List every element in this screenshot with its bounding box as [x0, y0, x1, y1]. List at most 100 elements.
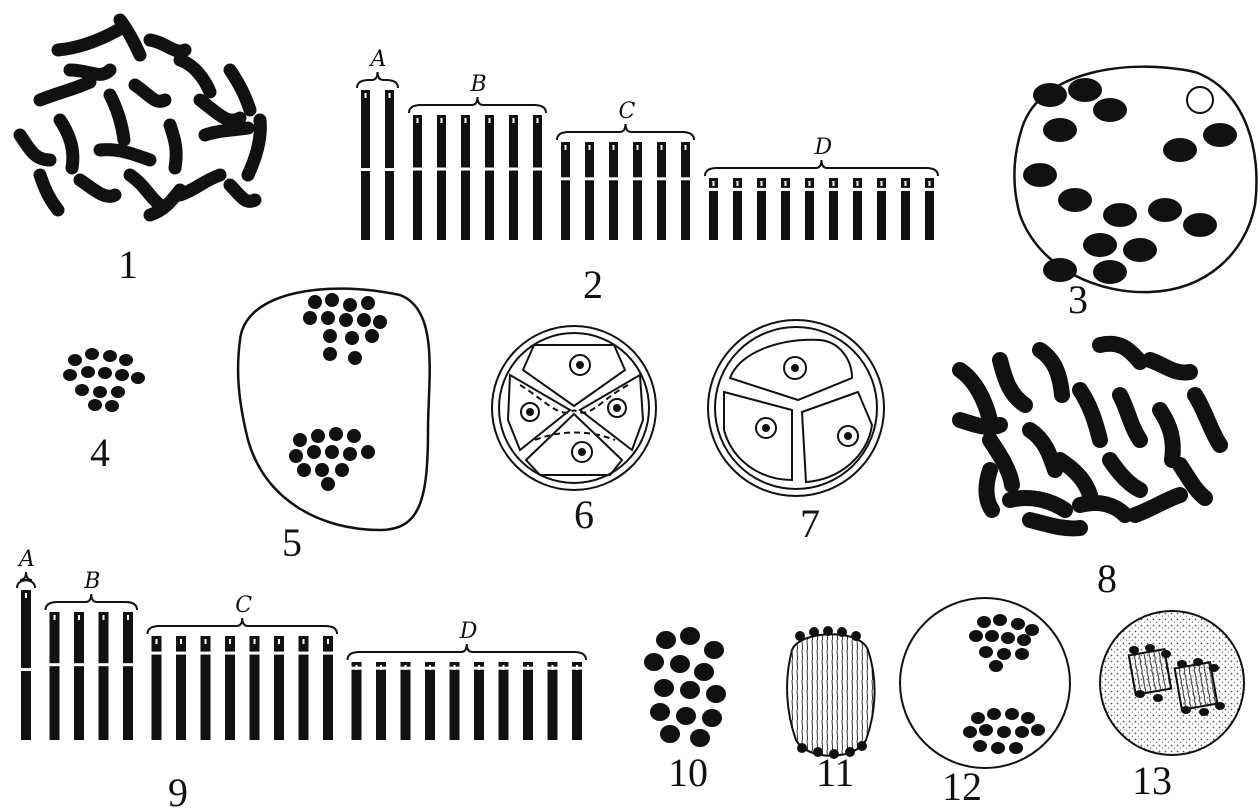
fig1-chromosome: [40, 82, 90, 100]
fig9-centromere: [249, 652, 261, 655]
fig12-chromosome: [1009, 742, 1023, 754]
fig10-chromosome: [676, 707, 696, 725]
fig2-band: [857, 181, 859, 186]
fig1-chromosome: [70, 70, 110, 74]
fig2-band: [809, 181, 811, 186]
fig9-chromosome: [50, 612, 60, 740]
fig9-centromere: [49, 663, 61, 666]
fig9-chromosome: [74, 612, 84, 740]
fig3-chromosome: [1103, 203, 1137, 227]
fig10-chromosome: [680, 681, 700, 699]
fig1-chromosome: [60, 120, 73, 168]
fig8-chromosome: [1040, 350, 1062, 395]
fig13-chromosome: [1153, 694, 1163, 702]
fig9-centromere: [98, 663, 110, 666]
fig9-band: [478, 665, 480, 670]
fig9-chromosome: [21, 590, 31, 740]
fig12-chromosome: [1025, 624, 1039, 636]
fig2-chromosome: [925, 178, 934, 240]
fig10-chromosome: [702, 709, 722, 727]
fig-number-7: 7: [800, 501, 820, 546]
fig2-centromere: [924, 188, 935, 191]
fig4-chromosome: [88, 399, 102, 411]
fig2-centromere: [708, 188, 719, 191]
fig13-chromosome: [1215, 702, 1225, 710]
fig2-centromere: [436, 168, 447, 171]
fig9-centromere: [73, 663, 85, 666]
fig9-chromosome: [450, 662, 460, 740]
fig3-chromosome: [1183, 213, 1217, 237]
fig2-band: [465, 118, 467, 123]
fig12-chromosome: [991, 742, 1005, 754]
fig2-band: [761, 181, 763, 186]
fig13-chromosome: [1161, 650, 1171, 658]
fig4-chromosome: [111, 386, 125, 398]
fig-number-11: 11: [816, 750, 855, 795]
fig9-band: [303, 639, 305, 644]
fig5-chromosome: [321, 311, 335, 325]
fig13-chromosome: [1129, 646, 1139, 654]
fig2-centromere: [384, 168, 395, 171]
fig2-chromosome: [781, 178, 790, 240]
fig9-group-brace: [348, 644, 587, 660]
fig5-chromosome: [315, 463, 329, 477]
fig3-chromosome: [1043, 118, 1077, 142]
fig10-chromosome: [644, 653, 664, 671]
fig12-anaphase-cell: [900, 598, 1070, 768]
fig5-chromosome: [321, 477, 335, 491]
fig5-chromosome: [323, 329, 337, 343]
fig9-group-brace: [148, 618, 338, 634]
fig9-band: [552, 665, 554, 670]
fig2-centromere: [608, 177, 619, 180]
fig12-chromosome: [979, 724, 993, 736]
fig2-chromosome: [877, 178, 886, 240]
fig2-band: [565, 145, 567, 150]
fig8-chromosome: [960, 370, 990, 420]
fig4-chromosome: [119, 354, 133, 366]
fig2-band: [881, 181, 883, 186]
fig9-band: [25, 593, 27, 598]
fig-number-2: 2: [583, 262, 603, 307]
fig1-chromosome: [135, 85, 165, 101]
fig12-chromosome: [1015, 648, 1029, 660]
fig5-chromosome: [293, 433, 307, 447]
fig2-band: [537, 118, 539, 123]
fig9-group-label: B: [83, 569, 100, 594]
fig10-chromosome: [654, 679, 674, 697]
fig-number-5: 5: [282, 520, 302, 565]
fig2-band: [785, 181, 787, 186]
fig2-chromosome: [733, 178, 742, 240]
fig8-chromosome: [1110, 460, 1140, 490]
fig1-chromosome: [130, 175, 160, 205]
fig12-chromosome: [1011, 618, 1025, 630]
fig3-chromosome: [1023, 163, 1057, 187]
fig2-band: [905, 181, 907, 186]
fig8-chromosome: [1195, 395, 1220, 445]
fig5-anaphase-cell: [238, 289, 430, 530]
fig-number-4: 4: [90, 430, 110, 475]
fig2-centromere: [828, 188, 839, 191]
fig2-centromere: [680, 177, 691, 180]
fig10-chromosome: [660, 725, 680, 743]
fig9-chromosome: [376, 662, 386, 740]
fig4-chromosome: [105, 400, 119, 412]
fig2-band: [441, 118, 443, 123]
fig8-chromosome: [960, 420, 1000, 427]
fig5-chromosome: [307, 445, 321, 459]
fig-number-13: 13: [1132, 758, 1172, 803]
fig-number-6: 6: [574, 492, 594, 537]
fig2-centromere: [876, 188, 887, 191]
fig12-chromosome: [963, 726, 977, 738]
fig11-chromosome: [795, 631, 805, 641]
fig7-triad: [708, 320, 884, 496]
fig2-centromere: [632, 177, 643, 180]
fig1-metaphase-spread: [20, 20, 260, 215]
fig3-chromosome: [1123, 238, 1157, 262]
fig2-chromosome: [633, 142, 642, 240]
fig-number-3: 3: [1068, 277, 1088, 322]
fig2-chromosome: [533, 115, 542, 240]
fig12-chromosome: [1017, 634, 1031, 646]
fig8-chromosome: [1060, 460, 1090, 495]
fig13-chromosome: [1199, 708, 1209, 716]
fig4-chromosome: [103, 350, 117, 362]
